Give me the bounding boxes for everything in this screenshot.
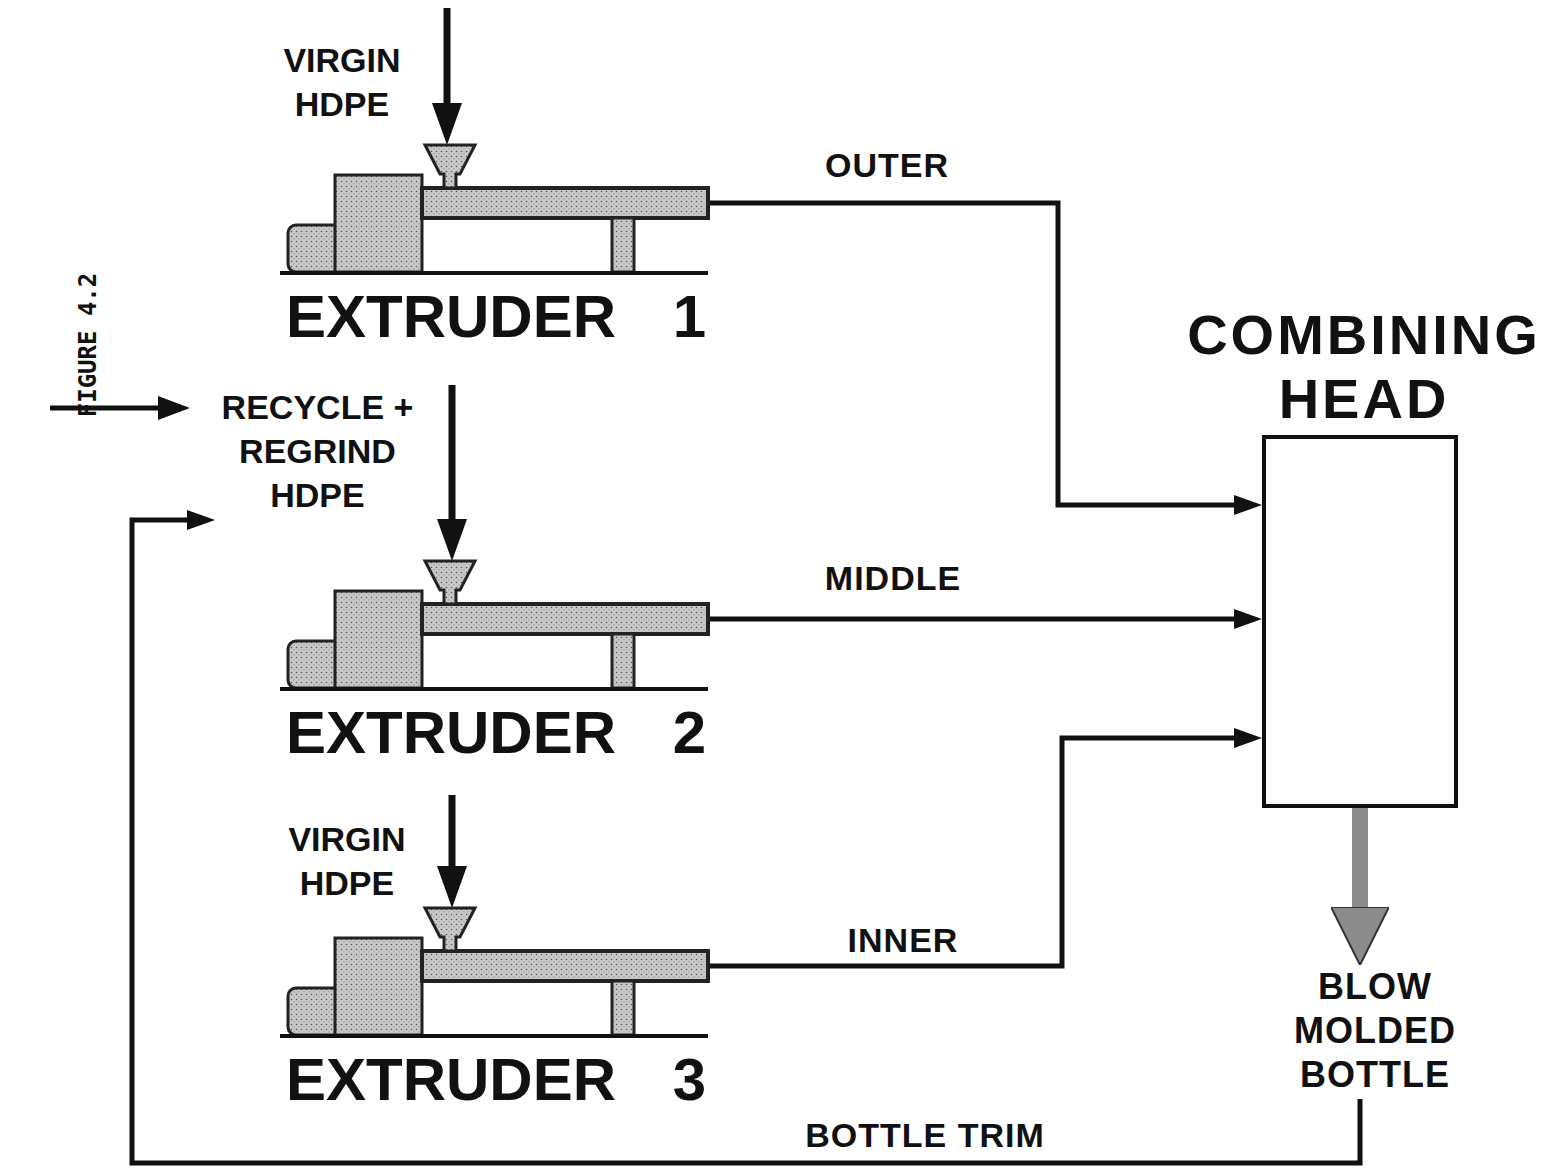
leader-arrowhead bbox=[158, 396, 190, 420]
hopper bbox=[425, 145, 475, 188]
gearbox bbox=[335, 591, 422, 688]
node-label: VIRGIN HDPE bbox=[267, 795, 427, 905]
figure-number: FIGURE 4.2 bbox=[74, 273, 102, 418]
flow-arrow bbox=[708, 203, 1234, 505]
node-label: RECYCLE + REGRIND HDPE bbox=[215, 385, 420, 517]
flow-arrow bbox=[1352, 808, 1368, 907]
base-line bbox=[280, 687, 708, 691]
node-label: BLOW MOLDED BOTTLE bbox=[1270, 965, 1480, 1097]
flow-arrow bbox=[708, 617, 1234, 622]
combining-head: COMBINING HEAD bbox=[1262, 435, 1458, 808]
support-leg bbox=[612, 981, 634, 1035]
node-label: VIRGIN HDPE bbox=[262, 8, 422, 126]
extruder: EXTRUDER 2 bbox=[280, 556, 710, 771]
flow-arrow bbox=[449, 385, 456, 519]
leader-line bbox=[50, 406, 160, 411]
extruder-illustration bbox=[280, 140, 710, 280]
edge-label: MIDDLE bbox=[821, 558, 965, 598]
node-label: EXTRUDER 1 bbox=[286, 285, 706, 349]
feed-material: VIRGIN HDPE bbox=[262, 8, 462, 126]
edge-label: OUTER bbox=[821, 145, 953, 185]
extruder: EXTRUDER 1 bbox=[280, 140, 710, 355]
barrel bbox=[422, 188, 708, 218]
flow-arrow bbox=[708, 738, 1234, 966]
flow-arrow bbox=[444, 8, 451, 103]
base-line bbox=[280, 271, 708, 275]
base-line bbox=[280, 1034, 708, 1038]
hopper bbox=[425, 908, 475, 951]
hopper bbox=[425, 561, 475, 604]
edge-label: BOTTLE TRIM bbox=[801, 1115, 1049, 1155]
leader-arrow bbox=[50, 396, 190, 420]
connectors bbox=[132, 8, 1360, 1163]
edge-label: INNER bbox=[844, 920, 963, 960]
gearbox bbox=[335, 938, 422, 1035]
barrel bbox=[422, 604, 708, 634]
barrel bbox=[422, 951, 708, 981]
flow-arrow bbox=[449, 795, 456, 866]
node-label: EXTRUDER 2 bbox=[286, 701, 706, 765]
product-output: BLOW MOLDED BOTTLE bbox=[1270, 965, 1480, 1097]
feed-material: RECYCLE + REGRIND HDPE bbox=[215, 385, 460, 517]
support-leg bbox=[612, 218, 634, 272]
flow-arrow bbox=[132, 520, 1360, 1163]
feed-material: VIRGIN HDPE bbox=[267, 795, 467, 905]
extruder-illustration bbox=[280, 556, 710, 696]
support-leg bbox=[612, 634, 634, 688]
gearbox bbox=[335, 175, 422, 272]
node-heading: COMBINING HEAD bbox=[1164, 303, 1564, 431]
extruder: EXTRUDER 3 bbox=[280, 903, 710, 1118]
node-label: EXTRUDER 3 bbox=[286, 1048, 706, 1112]
extruder-illustration bbox=[280, 903, 710, 1043]
